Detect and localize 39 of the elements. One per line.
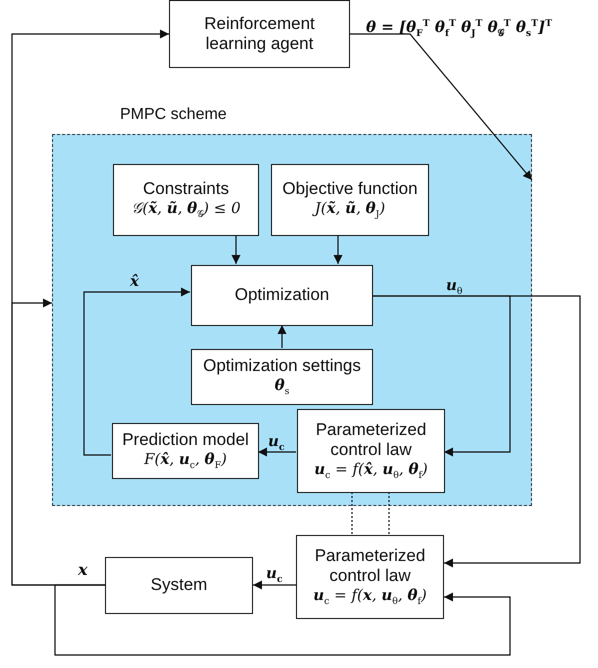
signal-label: x	[78, 560, 88, 580]
box-title: Optimization settings	[203, 356, 361, 376]
process-box	[105, 557, 253, 614]
signal-label: u$_{θ}$	[446, 276, 463, 298]
process-box	[191, 265, 373, 326]
box-title: Reinforcement learning agent	[203, 14, 316, 54]
process-box	[169, 0, 350, 68]
edge-label: u$_{c}$	[268, 432, 285, 454]
arrow	[54, 584, 511, 656]
arrow	[258, 448, 296, 456]
process-box	[296, 535, 444, 619]
formula: 𝒢(x̃, ũ, θ$_{𝒢}$) ≤ 0	[131, 199, 241, 222]
process-box	[271, 164, 429, 236]
box-title: Prediction model	[122, 430, 249, 450]
box-title: Parameterized control law	[314, 546, 426, 586]
arrow	[253, 580, 296, 590]
arrow	[278, 325, 286, 348]
edge-label: x̂	[130, 272, 139, 290]
formula: u$_{c}$ = f(x, u$_{θ}$, θ$_{f}$)	[313, 586, 427, 608]
formula: θ$_{s}$	[274, 376, 290, 398]
box-title: Objective function	[282, 178, 418, 200]
process-box	[113, 164, 259, 236]
box-title: Optimization	[234, 285, 330, 306]
process-box	[297, 409, 445, 493]
arrow	[372, 295, 581, 568]
box-title: Constraints	[143, 178, 229, 200]
edge-label: u$_{c}$	[266, 564, 283, 586]
process-box	[191, 349, 373, 405]
process-box	[112, 423, 259, 479]
box-title: System	[150, 575, 208, 596]
arrow	[334, 235, 342, 264]
arrow	[83, 288, 190, 456]
group-heading: PMPC scheme	[120, 106, 227, 124]
formula: J(x̃, ũ, θ$_{J}$)	[314, 199, 386, 222]
box-title: Parameterized control law	[314, 420, 428, 460]
formula: u$_{c}$ = f(x̂, u$_{θ}$, θ$_{f}$)	[314, 460, 428, 482]
arrow	[350, 33, 532, 180]
formula: F(x̂, u$_{c}$, θ$_{F}$)	[144, 450, 227, 472]
arrow	[232, 235, 240, 264]
